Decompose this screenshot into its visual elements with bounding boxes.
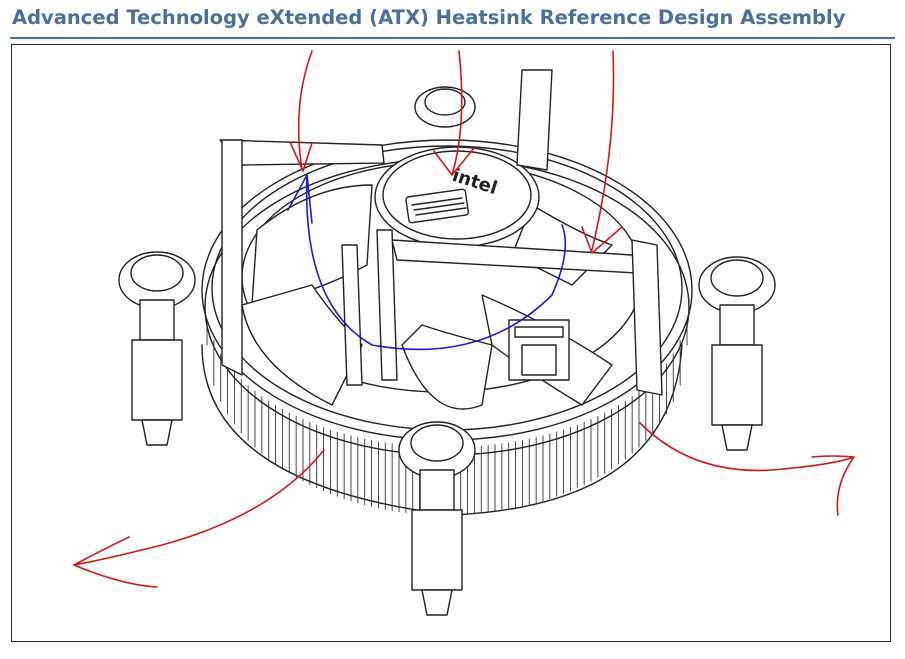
fan-frame bbox=[219, 69, 663, 396]
page-title: Advanced Technology eXtended (ATX) Heats… bbox=[12, 6, 846, 29]
airflow-out-arrow-right bbox=[639, 422, 855, 516]
fan-hub bbox=[374, 146, 540, 248]
push-pin-front bbox=[398, 421, 476, 616]
push-pin-back bbox=[414, 86, 476, 128]
airflow-in-arrow-center bbox=[433, 50, 475, 176]
heatsink-figure-frame: intel bbox=[11, 44, 891, 642]
airflow-in-arrow-left bbox=[289, 50, 313, 172]
push-pin-right bbox=[698, 256, 776, 451]
push-pin-left bbox=[118, 251, 196, 446]
fan-rotation-arrow bbox=[287, 174, 567, 351]
fan-connector bbox=[508, 319, 570, 381]
heatsink-drawing: intel bbox=[73, 50, 855, 616]
title-underline bbox=[10, 37, 895, 39]
airflow-in-arrow-right bbox=[581, 50, 623, 254]
airflow-out-arrow-left bbox=[73, 449, 325, 588]
